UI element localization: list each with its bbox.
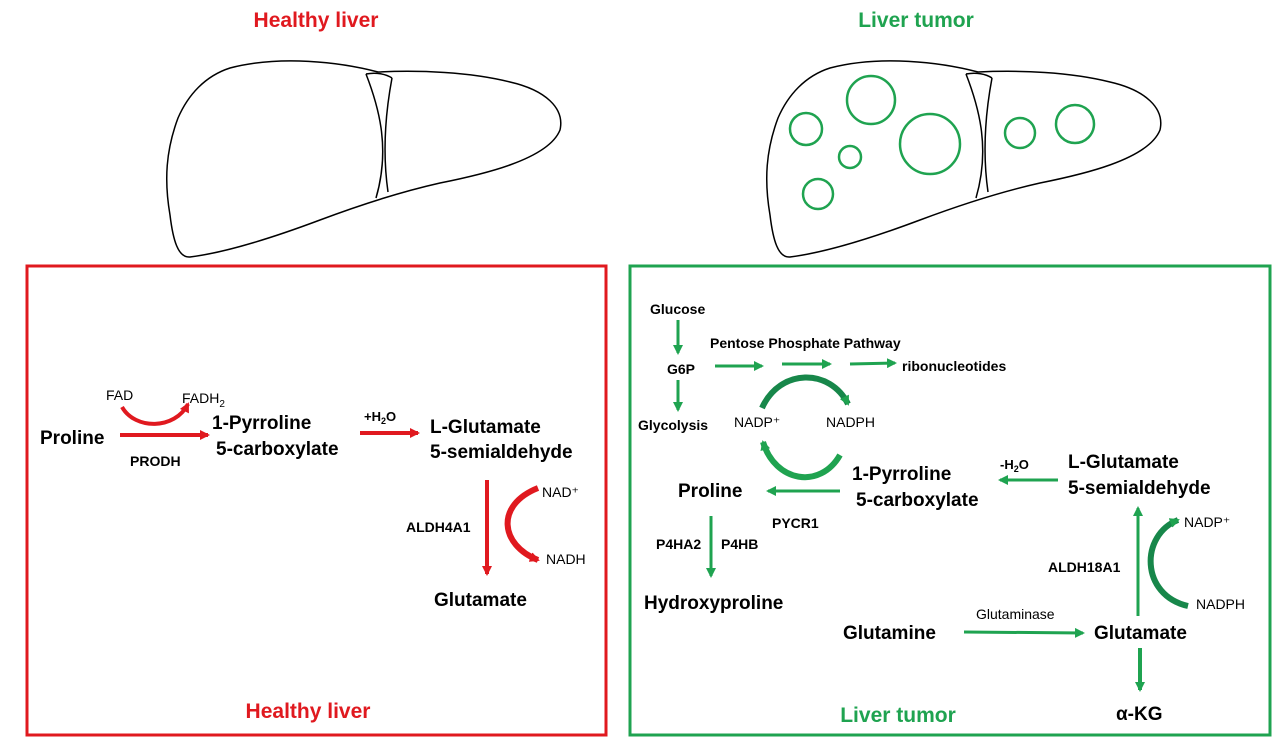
- healthy-proline-label: Proline: [40, 428, 104, 449]
- healthy-nadplus-label: NAD⁺: [542, 484, 579, 500]
- healthy-lglu-line1: L-Glutamate: [430, 417, 541, 438]
- tumor-nodule: [1054, 103, 1096, 145]
- liver-tumor-title: Liver tumor: [858, 9, 974, 32]
- tumor-ribonucleotides-label: ribonucleotides: [902, 358, 1006, 374]
- tumor-proline-label: Proline: [678, 481, 742, 502]
- tumor-p4hb-label: P4HB: [721, 536, 758, 552]
- healthy-h2o-label: +H2O: [364, 409, 396, 426]
- tumor-nodule: [788, 111, 824, 147]
- tumor-glutaminase-label: Glutaminase: [976, 606, 1055, 622]
- healthy-nadh-label: NADH: [546, 551, 586, 567]
- tumor-panel-frame: [628, 264, 1272, 737]
- tumor-glutamate-label: Glutamate: [1094, 623, 1187, 644]
- tumor-liver-illustration: [766, 60, 1162, 258]
- tumor-nadplus-label: NADP⁺: [734, 414, 780, 430]
- tumor-pathway: Glucose G6P Pentose Phosphate Pathway ri…: [638, 301, 1245, 725]
- tumor-nadph2-label: NADPH: [1196, 596, 1245, 612]
- tumor-glutamine-label: Glutamine: [843, 623, 936, 644]
- tumor-lglu-line1: L-Glutamate: [1068, 452, 1179, 473]
- healthy-pathway: Proline FAD FADH2 PRODH 1-Pyrroline 5-ca…: [40, 387, 586, 611]
- healthy-prodh-label: PRODH: [130, 453, 181, 469]
- tumor-p4ha2-label: P4HA2: [656, 536, 701, 552]
- tumor-nadph-label: NADPH: [826, 414, 875, 430]
- tumor-nodule: [801, 177, 835, 211]
- tumor-panel-caption: Liver tumor: [840, 704, 956, 727]
- tumor-pycr1-label: PYCR1: [772, 515, 819, 531]
- tumor-h2o-label: -H2O: [1000, 457, 1029, 474]
- healthy-p5c-line1: 1-Pyrroline: [212, 413, 311, 434]
- tumor-aldh18a1-label: ALDH18A1: [1048, 559, 1121, 575]
- healthy-liver-illustration: [166, 60, 562, 258]
- tumor-hydroxyproline-label: Hydroxyproline: [644, 593, 783, 614]
- healthy-fadh2-label: FADH2: [182, 390, 225, 410]
- tumor-glucose-label: Glucose: [650, 301, 705, 317]
- healthy-panel-caption: Healthy liver: [246, 700, 371, 723]
- tumor-ppp-label: Pentose Phosphate Pathway: [710, 335, 901, 351]
- tumor-nadplus2-label: NADP⁺: [1184, 514, 1230, 530]
- tumor-nodule: [898, 112, 962, 176]
- tumor-nodule: [845, 74, 897, 126]
- tumor-nodule: [837, 144, 863, 170]
- tumor-akg-label: α-KG: [1116, 704, 1163, 725]
- healthy-panel-frame: [25, 264, 608, 737]
- tumor-nodule: [1003, 116, 1037, 150]
- tumor-p5c-line2: 5-carboxylate: [856, 490, 979, 511]
- healthy-liver-title: Healthy liver: [254, 9, 379, 32]
- healthy-glutamate-label: Glutamate: [434, 590, 527, 611]
- tumor-g6p-label: G6P: [667, 361, 695, 377]
- healthy-lglu-line2: 5-semialdehyde: [430, 442, 573, 463]
- tumor-glycolysis-label: Glycolysis: [638, 417, 708, 433]
- tumor-lglu-line2: 5-semialdehyde: [1068, 478, 1211, 499]
- healthy-aldh4a1-label: ALDH4A1: [406, 519, 471, 535]
- healthy-fad-label: FAD: [106, 387, 133, 403]
- tumor-p5c-line1: 1-Pyrroline: [852, 464, 951, 485]
- healthy-p5c-line2: 5-carboxylate: [216, 439, 339, 460]
